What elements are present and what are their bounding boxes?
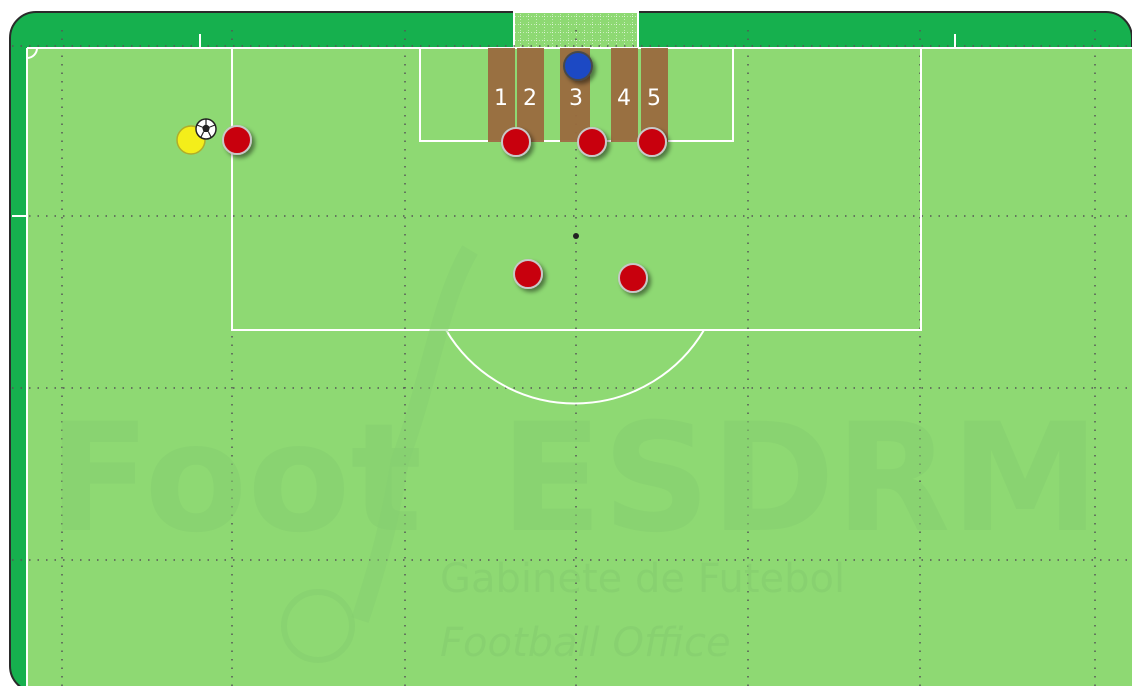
mannequin-label-1: 1 (494, 86, 508, 111)
soccer-ball-icon[interactable] (196, 119, 216, 139)
watermark-brand-right: ESDRM (500, 392, 1100, 566)
player-red-3[interactable] (578, 128, 606, 156)
player-red-4[interactable] (638, 128, 666, 156)
mannequin-label-3: 3 (569, 86, 583, 111)
mannequin-label-4: 4 (617, 86, 631, 111)
watermark-line2: Football Office (440, 620, 731, 666)
mannequin-label-5: 5 (647, 86, 661, 111)
player-red-5[interactable] (514, 260, 542, 288)
mannequin-label-2: 2 (523, 86, 537, 111)
goalkeeper-blue[interactable] (564, 52, 592, 80)
watermark-brand-left: Foot (48, 392, 422, 566)
player-red-1[interactable] (223, 126, 251, 154)
center-spot-icon (573, 233, 579, 239)
watermark-line1: Gabinete de Futebol (440, 556, 845, 602)
player-red-6[interactable] (619, 264, 647, 292)
player-red-2[interactable] (502, 128, 530, 156)
